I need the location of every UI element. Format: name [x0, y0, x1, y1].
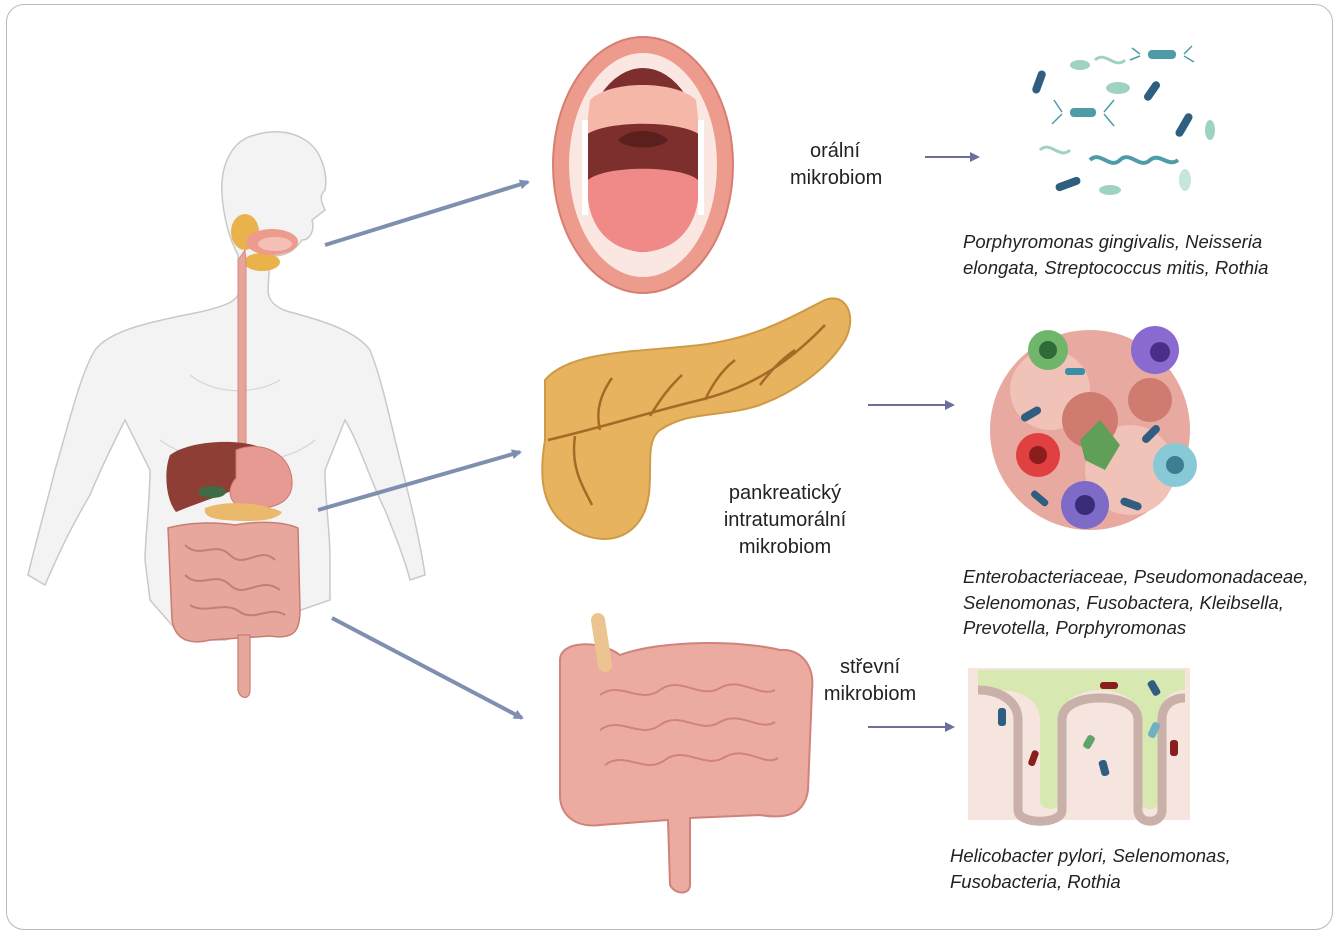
oral-bacteria-cluster: [1031, 46, 1215, 195]
rectum: [238, 635, 250, 698]
pancreatic-microbiome-label: pankreatický intratumorální mikrobiom: [710, 480, 860, 561]
gut-species-line2: Fusobacteria, Rothia: [950, 869, 1310, 895]
arrow-to-pancreas: [318, 452, 520, 510]
open-mouth-illustration: [553, 37, 733, 293]
organ-arrows: [318, 182, 528, 718]
pancreatic-species-line2: Selenomonas, Fusobactera, Kleibsella,: [963, 590, 1333, 616]
pancreatic-label-line1: pankreatický: [710, 480, 860, 507]
large-intestine: [168, 522, 300, 641]
tumor-microbiome-cluster: [990, 326, 1197, 530]
oral-species-line1: Porphyromonas gingivalis, Neisseria: [963, 229, 1323, 255]
oral-species-list: Porphyromonas gingivalis, Neisseria elon…: [963, 229, 1323, 280]
intestine-illustration: [560, 620, 812, 893]
oral-species-line2: elongata, Streptococcus mitis, Rothia: [963, 255, 1323, 281]
pancreatic-label-line3: mikrobiom: [710, 534, 860, 561]
pancreatic-label-line2: intratumorální: [710, 507, 860, 534]
arrow-to-mouth: [325, 182, 528, 245]
oral-label-line1: orální: [790, 138, 880, 165]
pancreatic-species-line1: Enterobacteriaceae, Pseudomonadaceae,: [963, 564, 1333, 590]
oral-microbiome-label: orální mikrobiom: [790, 138, 880, 192]
oral-label-line2: mikrobiom: [790, 165, 880, 192]
esophagus: [238, 250, 246, 455]
pancreatic-species-list: Enterobacteriaceae, Pseudomonadaceae, Se…: [963, 564, 1333, 641]
gut-label-line2: mikrobiom: [820, 681, 920, 708]
intestinal-villi-illustration: [968, 668, 1190, 821]
gut-microbiome-label: střevní mikrobiom: [820, 654, 920, 708]
pancreatic-species-line3: Prevotella, Porphyromonas: [963, 615, 1333, 641]
gallbladder: [198, 486, 226, 498]
human-body-figure: [28, 132, 425, 698]
gut-species-list: Helicobacter pylori, Selenomonas, Fusoba…: [950, 843, 1310, 894]
gut-species-line1: Helicobacter pylori, Selenomonas,: [950, 843, 1310, 869]
gut-label-line1: střevní: [820, 654, 920, 681]
arrow-to-intestine: [332, 618, 522, 718]
